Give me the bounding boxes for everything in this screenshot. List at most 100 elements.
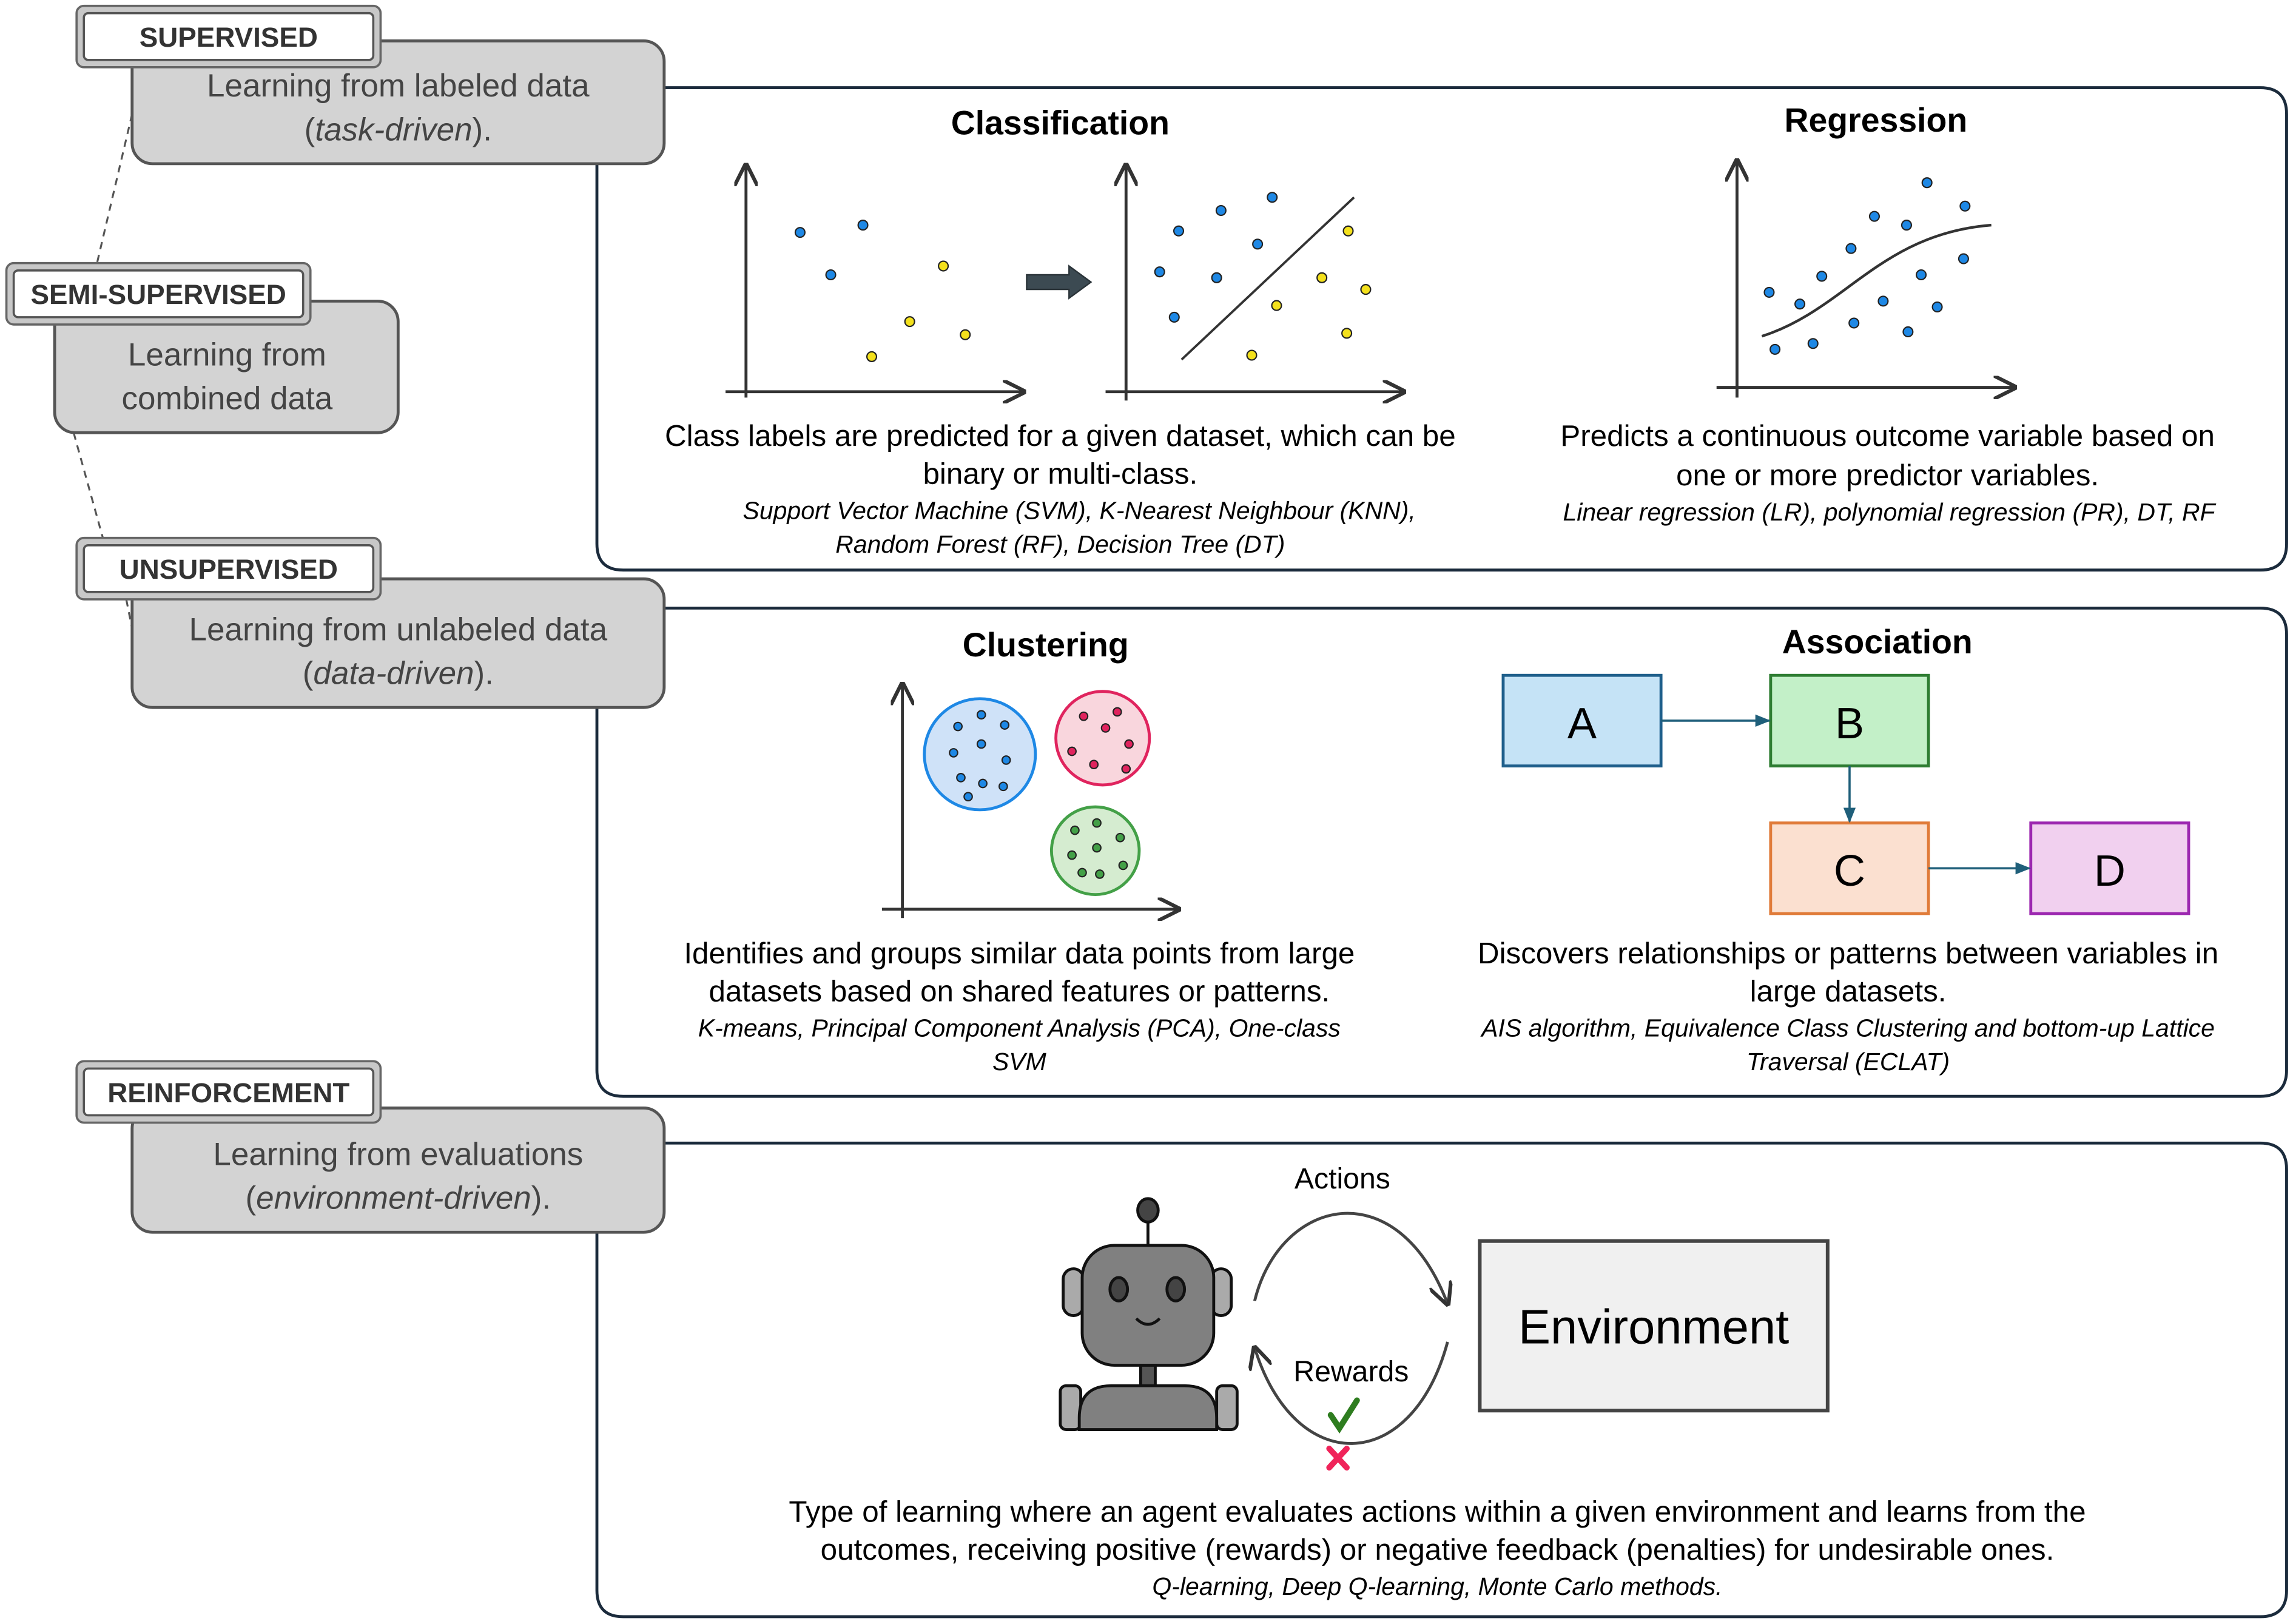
node-c: C bbox=[1769, 821, 1930, 915]
environment-label: Environment bbox=[1518, 1299, 1789, 1353]
reinforcement-desc-line: outcomes, receiving positive (rewards) o… bbox=[821, 1533, 2055, 1566]
data-point bbox=[1077, 868, 1087, 878]
reinforcement-algorithms: Q-learning, Deep Q-learning, Monte Carlo… bbox=[1152, 1572, 1722, 1600]
unsupervised-description: (data-driven). bbox=[303, 656, 494, 692]
reinforcement-panel bbox=[595, 1141, 2288, 1619]
data-point bbox=[949, 748, 958, 758]
unsupervised-label: UNSUPERVISED bbox=[120, 554, 338, 585]
classification-algorithms: Support Vector Machine (SVM), K-Nearest … bbox=[743, 496, 1416, 524]
clustering-desc-line: Identifies and groups similar data point… bbox=[684, 937, 1355, 970]
rewards-label: Rewards bbox=[1293, 1355, 1409, 1388]
data-point bbox=[1931, 301, 1943, 313]
data-point bbox=[956, 773, 966, 783]
regression-desc-line: Predicts a continuous outcome variable b… bbox=[1560, 419, 2215, 453]
classification-desc-line: binary or multi-class. bbox=[923, 457, 1197, 491]
paren: ( bbox=[305, 112, 315, 147]
data-point bbox=[1089, 760, 1099, 770]
association-arrows bbox=[1661, 714, 2031, 875]
data-point bbox=[1341, 328, 1353, 339]
regression-section: Regression Predicts a continuous outcome… bbox=[1560, 101, 2216, 526]
paren: ). bbox=[474, 656, 494, 692]
transform-arrow-icon bbox=[1026, 264, 1093, 300]
paren: ( bbox=[303, 656, 314, 692]
data-point bbox=[938, 260, 949, 272]
data-point bbox=[976, 739, 986, 749]
data-point bbox=[1112, 707, 1122, 717]
association-title: Association bbox=[1782, 623, 1973, 661]
association-algorithms: AIS algorithm, Equivalence Class Cluster… bbox=[1480, 1014, 2215, 1042]
data-point bbox=[1252, 238, 1264, 250]
data-point bbox=[978, 778, 988, 789]
data-point bbox=[904, 316, 915, 328]
data-point bbox=[1763, 286, 1775, 298]
node-d-label: D bbox=[2094, 847, 2126, 895]
data-point bbox=[1902, 326, 1914, 338]
data-point bbox=[1215, 204, 1227, 217]
association-section: Association A B C D Discovers relationsh… bbox=[1478, 623, 2218, 1076]
association-desc-line: large datasets. bbox=[1750, 975, 1947, 1008]
data-point bbox=[963, 792, 973, 802]
data-point bbox=[976, 710, 986, 720]
data-point bbox=[1154, 266, 1165, 278]
data-point bbox=[1916, 269, 1927, 281]
reinforcement-description: Learning from evaluations bbox=[213, 1136, 583, 1172]
node-a: A bbox=[1501, 673, 1663, 768]
data-point bbox=[1092, 818, 1102, 828]
clustering-desc-line: datasets based on shared features or pat… bbox=[709, 975, 1330, 1008]
actions-label: Actions bbox=[1295, 1162, 1390, 1195]
semi-supervised-label: SEMI-SUPERVISED bbox=[30, 279, 286, 310]
data-point bbox=[960, 329, 971, 340]
regression-title: Regression bbox=[1784, 101, 1967, 139]
reinforcement-description: (environment-driven). bbox=[245, 1181, 551, 1216]
data-point bbox=[1115, 832, 1125, 843]
paren: ). bbox=[473, 112, 492, 147]
data-point bbox=[998, 781, 1008, 792]
data-point bbox=[1067, 850, 1077, 860]
semi-supervised-description: Learning from bbox=[128, 337, 326, 372]
reinforcement-section: Actions Rewards Environment Type of lear… bbox=[789, 1162, 2086, 1600]
data-point bbox=[794, 227, 806, 238]
data-point bbox=[1845, 243, 1857, 254]
clustering-algorithms: K-means, Principal Component Analysis (P… bbox=[698, 1014, 1341, 1042]
data-point bbox=[1848, 317, 1860, 329]
supervised-description: (task-driven). bbox=[305, 112, 492, 147]
unsupervised-panel bbox=[595, 606, 2288, 1098]
clustering-algorithms: SVM bbox=[992, 1048, 1047, 1076]
data-point bbox=[1901, 220, 1912, 231]
reinforcement-driver: environment-driven bbox=[256, 1181, 531, 1216]
data-point bbox=[1316, 272, 1328, 283]
reinforcement-label: REINFORCEMENT bbox=[107, 1077, 349, 1108]
data-point bbox=[1000, 720, 1010, 730]
data-point bbox=[1877, 295, 1889, 307]
reward-check-icon bbox=[1327, 1397, 1360, 1434]
node-d: D bbox=[2029, 821, 2190, 915]
data-point bbox=[1342, 225, 1354, 237]
penalty-x-icon bbox=[1326, 1446, 1350, 1471]
data-point bbox=[1118, 860, 1128, 871]
cluster-points bbox=[949, 707, 1134, 879]
node-c-label: C bbox=[1834, 847, 1865, 895]
data-point bbox=[1070, 825, 1080, 835]
data-point bbox=[1360, 284, 1372, 295]
data-point bbox=[1211, 272, 1222, 283]
data-point bbox=[1816, 271, 1828, 282]
data-point bbox=[1267, 192, 1278, 203]
data-point bbox=[1246, 349, 1258, 361]
data-point bbox=[1958, 253, 1969, 264]
data-point bbox=[1067, 746, 1077, 756]
association-desc-line: Discovers relationships or patterns betw… bbox=[1478, 937, 2218, 970]
classification-points bbox=[794, 192, 1372, 362]
data-point bbox=[1092, 843, 1102, 853]
data-point bbox=[1959, 200, 1971, 212]
node-b-label: B bbox=[1835, 699, 1864, 748]
data-point bbox=[1769, 343, 1781, 355]
data-point bbox=[953, 721, 963, 732]
data-point bbox=[1173, 225, 1185, 237]
reinforcement-category: REINFORCEMENT Learning from evaluations (e… bbox=[75, 1060, 666, 1234]
paren: ( bbox=[245, 1181, 256, 1216]
